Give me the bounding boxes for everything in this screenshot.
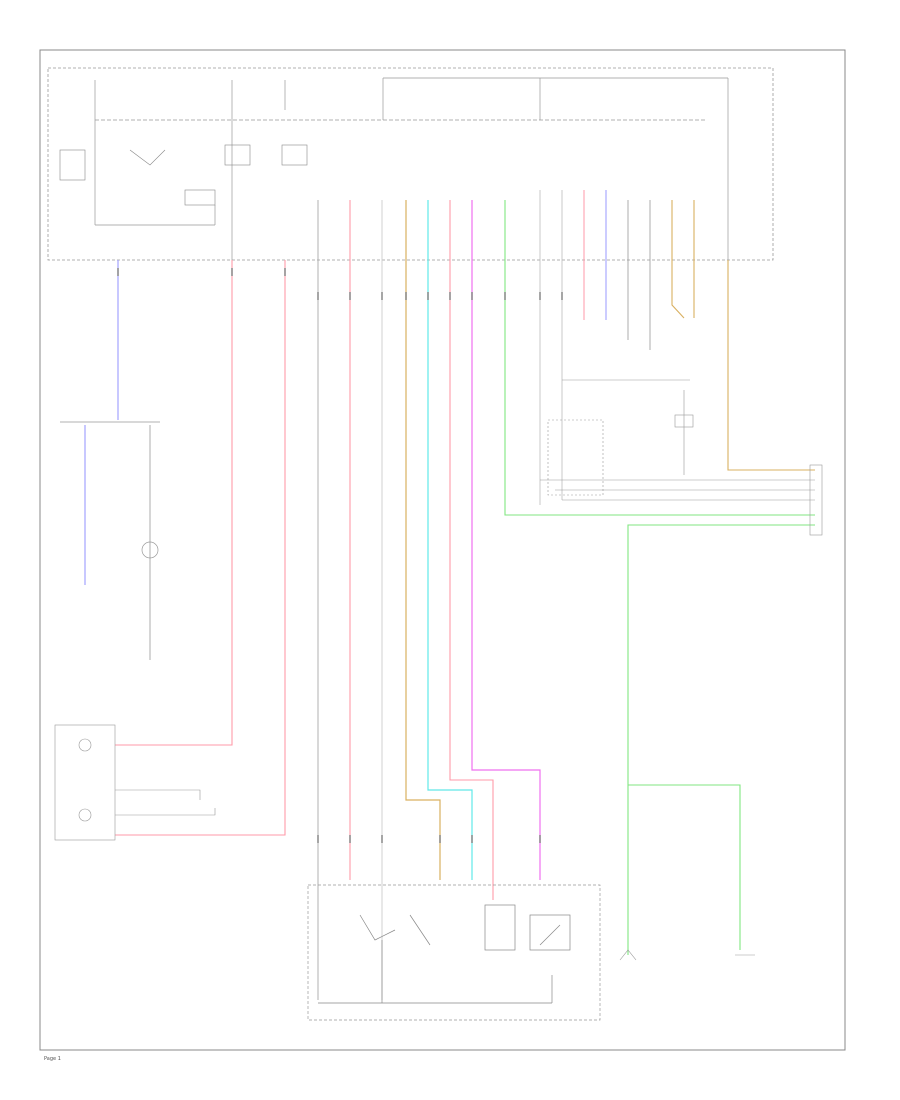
magenta-wire-center: [471, 200, 541, 880]
green-wire-branch: [628, 784, 741, 950]
outer-frame: [39, 49, 846, 1051]
green-wire-right: [504, 200, 815, 516]
orange-wire-right: [727, 260, 815, 471]
bulb-icon: [141, 541, 159, 559]
connector-ticks: [117, 268, 563, 843]
green-wire-right-2: [627, 524, 815, 955]
combination-switch-contacts: [318, 904, 571, 1004]
combination-switch: [307, 884, 601, 1021]
right-connector: [540, 464, 823, 536]
relay-group: [59, 144, 308, 206]
sensor-group: [619, 949, 755, 961]
orange-wire-center: [405, 200, 441, 880]
switch-group-right: [547, 379, 694, 496]
red-wire-left-2: [115, 260, 286, 836]
power-bus: [94, 77, 729, 260]
page-label: Page 1: [44, 1056, 61, 1062]
red-wire-center-2: [449, 200, 494, 900]
red-wire-left: [115, 260, 233, 746]
junction-box: [47, 67, 774, 261]
orange-stub-1: [671, 200, 685, 319]
headlight-block: [54, 724, 216, 841]
